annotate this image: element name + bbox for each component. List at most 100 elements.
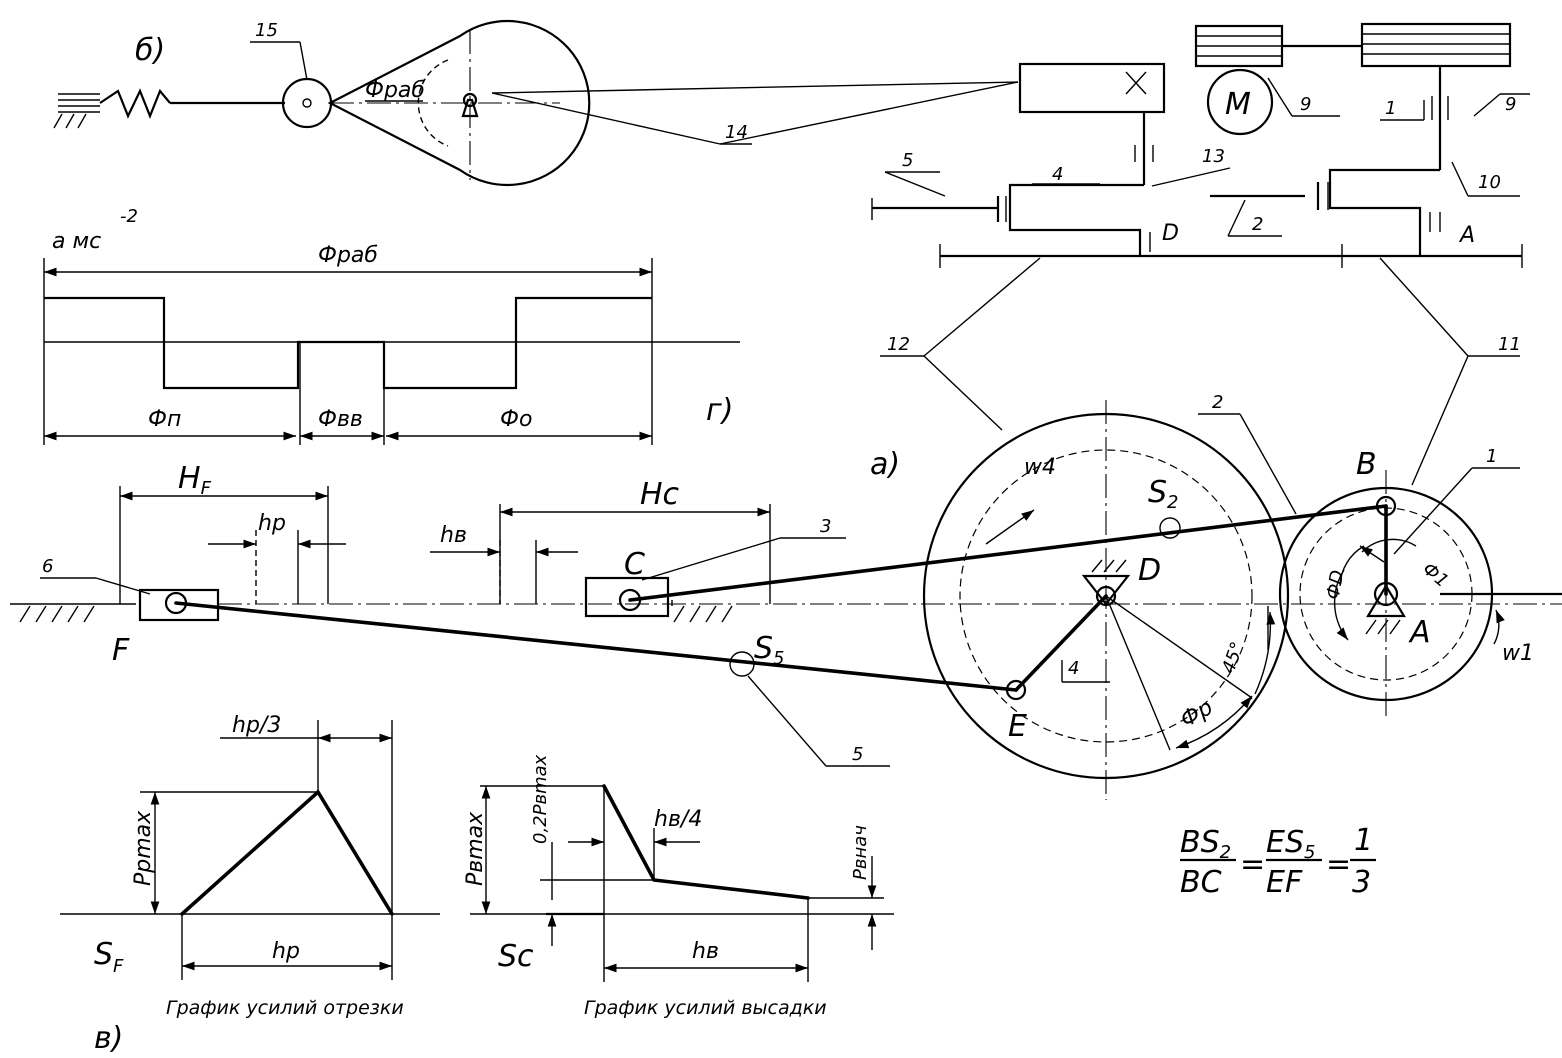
label-12: 12 — [887, 334, 910, 355]
cam-mechanism: б) 15 Фраб — [53, 19, 591, 187]
label-13: 13 — [1202, 146, 1225, 167]
cam-spring — [99, 88, 171, 119]
crank-DE — [1014, 594, 1108, 692]
callout-15: 15 — [255, 20, 278, 41]
upset-ylabel-2: 0,2Рвmax — [530, 754, 551, 844]
cut-sf: SF — [94, 937, 124, 977]
label-3: 3 — [820, 516, 831, 537]
line-phi-p — [1105, 595, 1171, 751]
label-w1: w1 — [1502, 641, 1534, 666]
ratio-num-3: 1 — [1354, 823, 1373, 858]
label-D: D — [1138, 553, 1161, 588]
mass-center-S2 — [1159, 517, 1181, 539]
label-2: 2 — [1212, 392, 1223, 413]
coupler-BC — [628, 504, 1388, 602]
main-linkage: а) НF hр Нс hв — [10, 355, 1562, 800]
slider-F — [138, 588, 220, 622]
cutting-force-curve — [180, 789, 394, 916]
accel-phi-o: Фо — [500, 407, 532, 432]
panel-label-a: а) — [870, 447, 900, 482]
ground-hatch-cam — [53, 113, 87, 129]
connecting-rod-EF — [174, 601, 1018, 692]
label-A: A — [1408, 615, 1431, 650]
ratio-num-2: ES5 — [1266, 825, 1315, 863]
ratio-den-2: EF — [1266, 865, 1303, 900]
angle-phi-p: Фр — [1176, 695, 1217, 733]
accel-axis-exp: -2 — [120, 206, 138, 227]
label-11: 11 — [1498, 334, 1521, 355]
pulley-left — [1194, 24, 1284, 68]
label-5: 5 — [852, 744, 863, 765]
angle-phi-1: Ф1 — [1418, 558, 1452, 591]
label-9b: 9 — [1505, 94, 1516, 115]
upset-hv4: hв/4 — [654, 807, 702, 832]
label-C: С — [624, 547, 645, 582]
label-B: B — [1356, 447, 1377, 482]
label-A-top: A — [1458, 223, 1475, 248]
accel-phi-p: Фп — [148, 407, 181, 432]
ground-hatch-C — [671, 600, 733, 623]
ground-hatch-F — [19, 605, 95, 623]
accel-axis-label: а мс — [52, 229, 101, 254]
label-w4: w4 — [1024, 455, 1056, 480]
dim-hp: hр — [258, 511, 286, 536]
label-D-top: D — [1162, 221, 1179, 246]
ratio-formula: BS2 BC = ES5 EF = 1 3 — [1180, 823, 1376, 900]
label-5-top: 5 — [902, 150, 913, 171]
cut-caption: График усилий отрезки — [166, 997, 404, 1019]
label-1-top: 1 — [1385, 98, 1396, 119]
crank-shaft-A — [1328, 168, 1440, 256]
accel-phi-vv: Фвв — [318, 407, 363, 432]
panel-label-v: в) — [94, 1021, 123, 1056]
cut-ylabel: Ррmax — [131, 810, 156, 886]
label-2-top: 2 — [1252, 214, 1263, 235]
acceleration-curve — [44, 296, 652, 390]
gear-4-pitch — [959, 449, 1253, 743]
upset-caption: График усилий высадки — [584, 997, 827, 1019]
label-10: 10 — [1478, 172, 1501, 193]
mass-center-S5 — [729, 651, 755, 677]
pulley-right — [1360, 22, 1512, 68]
follower-roller — [281, 77, 333, 129]
cam-angle-label: Фраб — [365, 78, 425, 103]
label-1: 1 — [1486, 446, 1497, 467]
ratio-eq-2: = — [1326, 847, 1351, 882]
motor-label: М — [1225, 87, 1251, 122]
cut-top-label: hр/3 — [232, 713, 281, 738]
electric-motor — [1206, 68, 1274, 136]
dim-hv: hв — [440, 523, 467, 548]
upset-xlabel: hв — [692, 939, 719, 964]
dim-Hc: Нс — [640, 477, 680, 512]
label-9a: 9 — [1300, 94, 1311, 115]
line-45deg — [1105, 595, 1253, 699]
dim-HF: НF — [178, 461, 212, 499]
upset-ylabel: Рвmax — [463, 811, 488, 886]
label-S5: S5 — [754, 631, 785, 669]
angle-phi-D: ФD — [1323, 569, 1349, 602]
upsetting-force-graph: Рвmax 0,2Рвmax hв/4 Рвнач hв Sс График у… — [463, 754, 894, 1019]
cut-xlabel: hр — [272, 939, 300, 964]
distributor-block — [1018, 62, 1166, 114]
label-E: E — [1008, 709, 1027, 744]
upset-sc: Sс — [498, 939, 534, 974]
callout-14: 14 — [725, 122, 748, 143]
cutting-force-graph: Ррmax hр/3 hр SF График усилий отрезки в… — [60, 713, 440, 1056]
ratio-den-1: BC — [1180, 865, 1222, 900]
panel-label-g: г) — [706, 393, 733, 428]
upsetting-force-curve — [602, 784, 810, 900]
upset-pvnach: Рвнач — [850, 825, 871, 880]
cam-profile — [327, 19, 591, 187]
ratio-eq-1: = — [1240, 847, 1265, 882]
acceleration-graph: а мс -2 Фраб Фп Фвв Фо г) — [43, 206, 740, 445]
drive-schematic: 14 М 9 9 1 — [491, 22, 1530, 357]
ground-hatch-A — [1365, 619, 1401, 635]
label-S2: S2 — [1148, 475, 1179, 513]
label-F: F — [112, 633, 130, 668]
angle-45: 45° — [1218, 639, 1249, 676]
ratio-num-1: BS2 — [1180, 825, 1231, 863]
label-4-top: 4 — [1052, 164, 1063, 185]
ratio-den-3: 3 — [1352, 865, 1371, 900]
pivot-D — [1081, 574, 1131, 606]
